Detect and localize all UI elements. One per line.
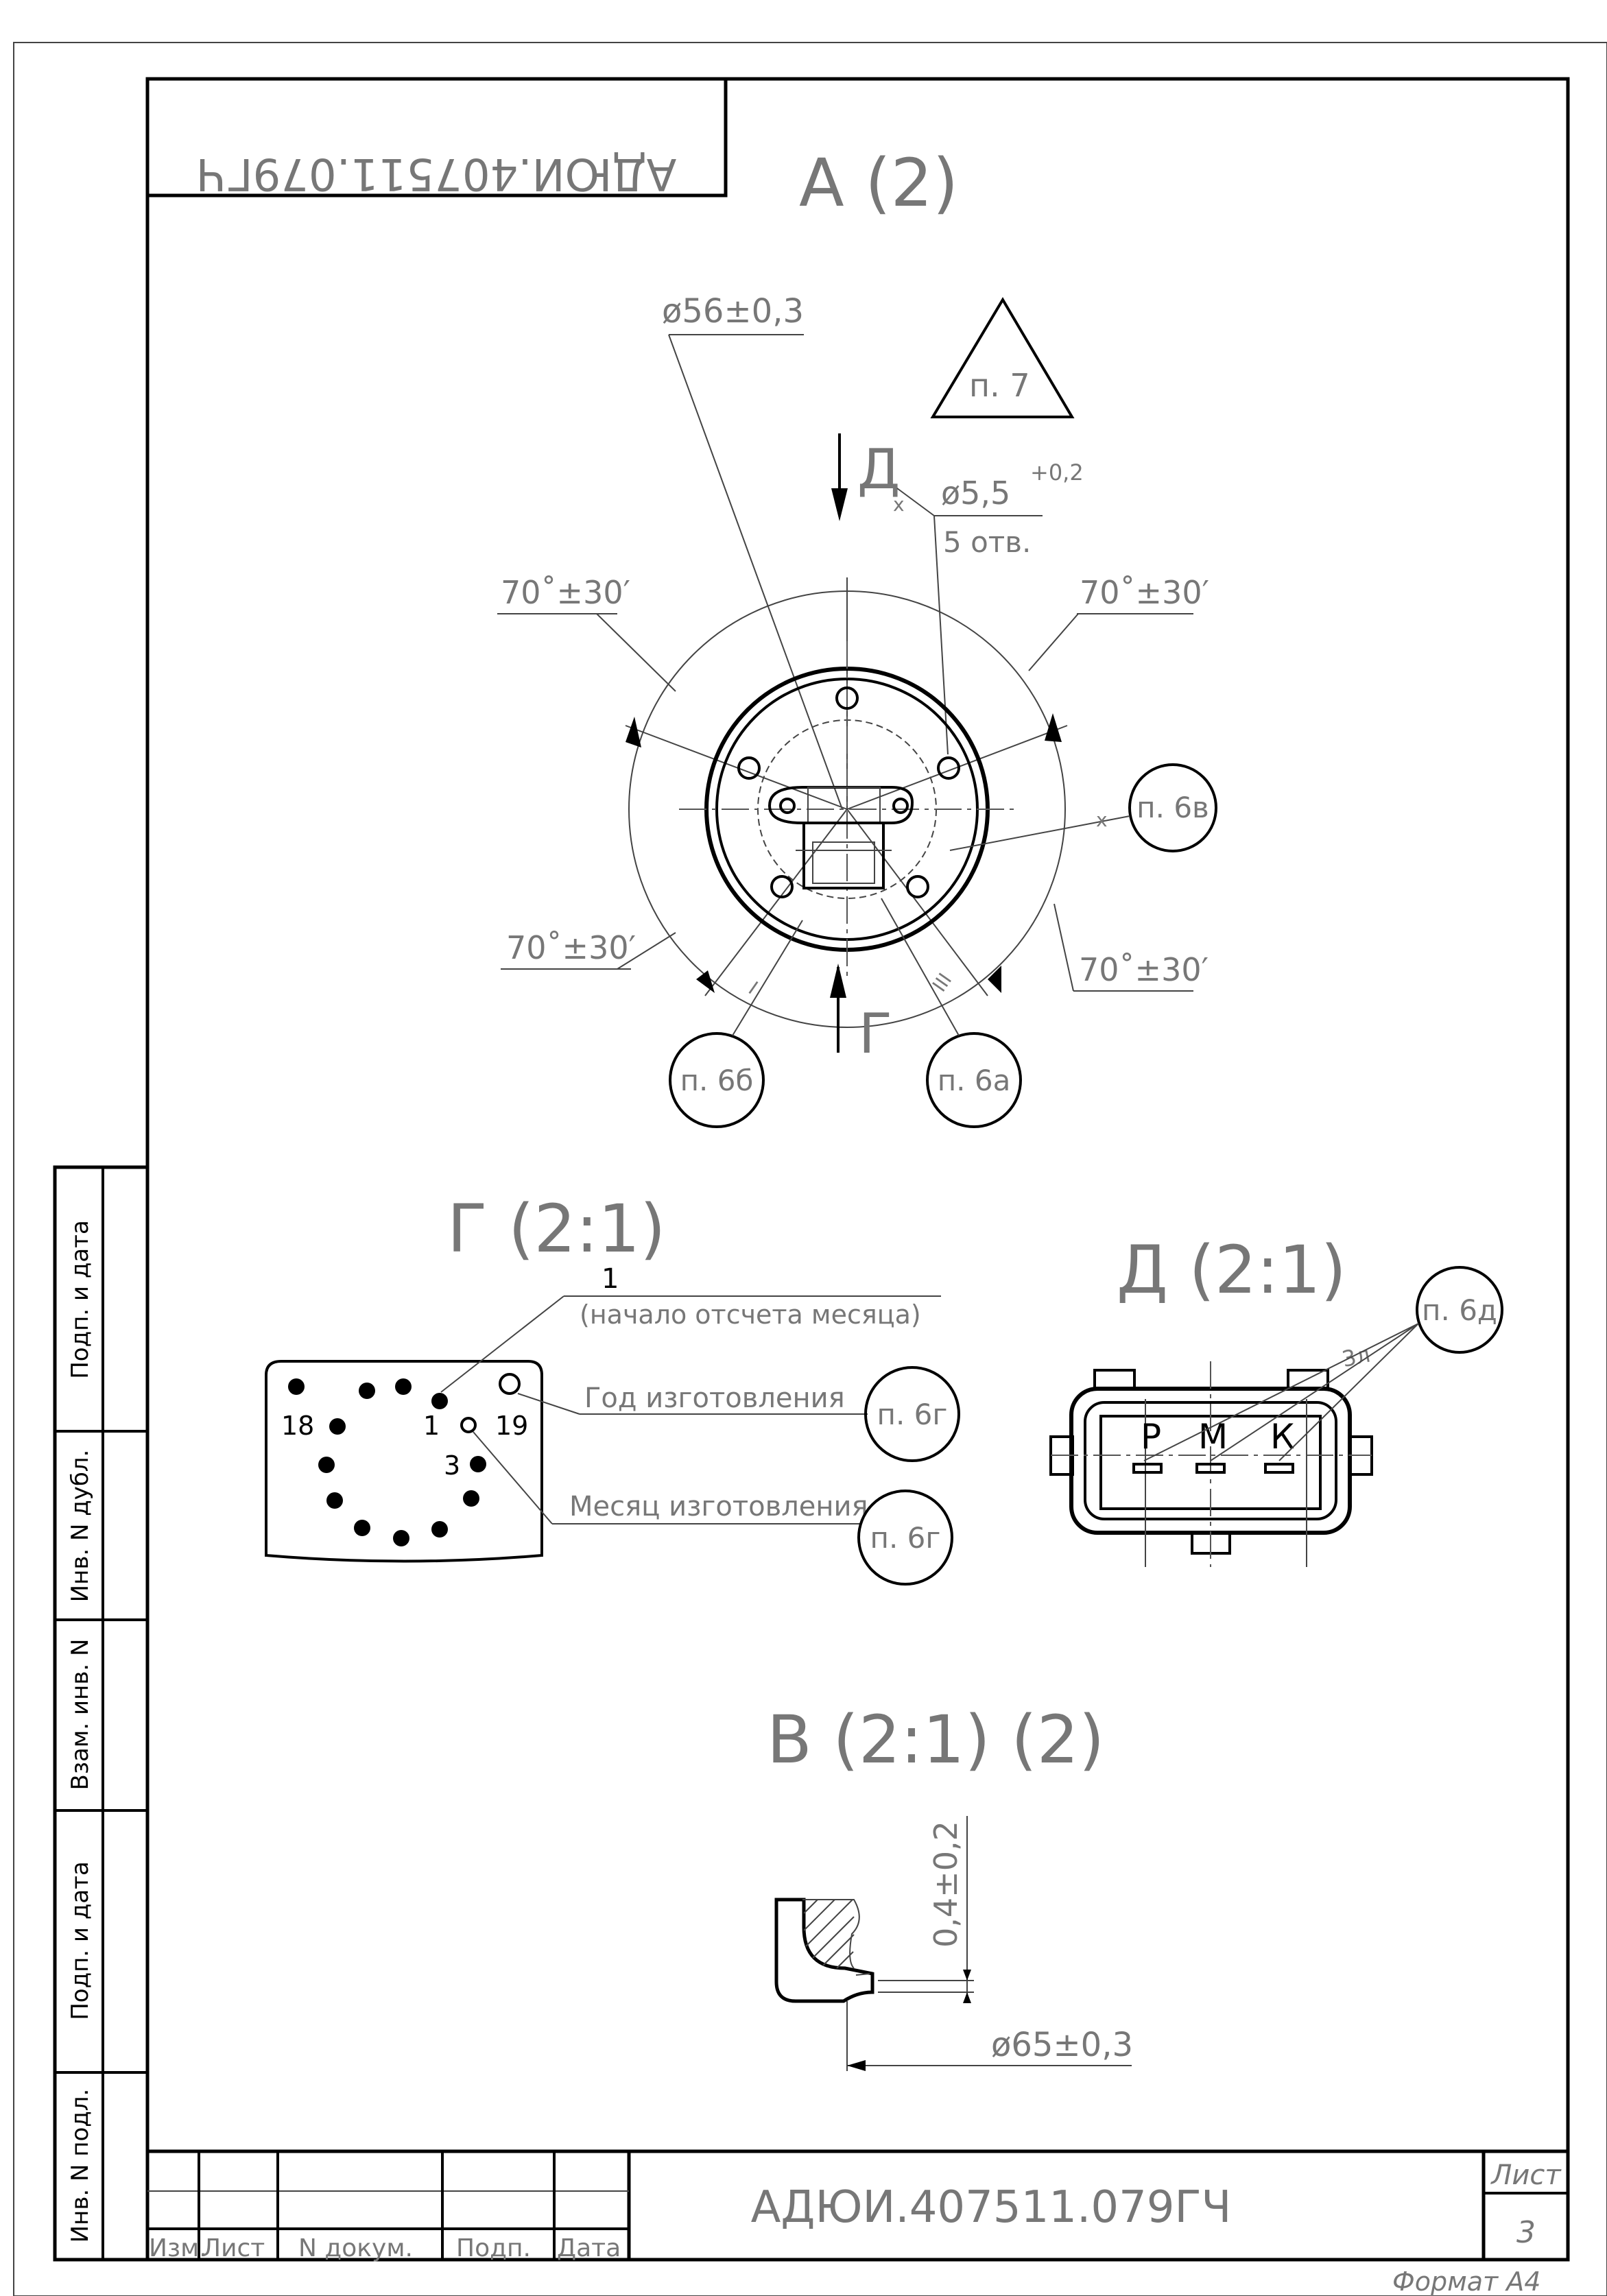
note-6a-label: п. 6а bbox=[938, 1064, 1011, 1097]
pos-3: 3 bbox=[444, 1450, 460, 1481]
col-list: Лист bbox=[202, 2234, 265, 2262]
side-field-orig-inv: Инв. N подл. bbox=[67, 2089, 94, 2243]
note-6b-label: п. 6б bbox=[680, 1064, 754, 1097]
view-a: А (2) ø56±0,3 п. 7 Д ø5,5 +0,2 5 отв. х … bbox=[497, 145, 1217, 1128]
angle-tl: 70˚±30′ bbox=[501, 574, 630, 611]
note-6b-circle bbox=[669, 1032, 765, 1128]
note-7-triangle bbox=[930, 297, 1075, 418]
note-7-label: п. 7 bbox=[969, 367, 1030, 404]
view-v-title: В (2:1) (2) bbox=[767, 1701, 1104, 1778]
thickness-dim: 0,4±0,2 bbox=[927, 1821, 964, 1948]
mark-i: I bbox=[744, 977, 762, 999]
view-v: В (2:1) (2) 0,4±0,2 ø65±0,3 bbox=[767, 1701, 1133, 2071]
document-code: АДЮИ.407511.079ГЧ bbox=[751, 2182, 1232, 2233]
section-diameter: ø65±0,3 bbox=[991, 2026, 1133, 2064]
mirrored-code-box: АДЮИ.407511.079ГЧ bbox=[145, 77, 728, 199]
view-d: Д (2:1) Р М К п. 6д 3л bbox=[1049, 1232, 1503, 1567]
sheet-label: Лист bbox=[1490, 2160, 1562, 2191]
leader-1-note: (начало отсчета месяца) bbox=[580, 1300, 921, 1330]
col-podp: Подп. bbox=[456, 2234, 531, 2262]
col-izm: Изм. bbox=[149, 2234, 207, 2262]
pin-m: М bbox=[1198, 1417, 1228, 1457]
view-d-title: Д (2:1) bbox=[1117, 1232, 1346, 1308]
format-label: Формат А4 bbox=[1392, 2267, 1540, 2296]
year-label: Год изготовления bbox=[584, 1383, 845, 1414]
mount-hole-4 bbox=[770, 875, 794, 898]
view-a-title: А (2) bbox=[799, 145, 958, 222]
note-6g-2-label: п. 6г bbox=[870, 1521, 941, 1555]
pin-k: К bbox=[1270, 1417, 1295, 1457]
mount-hole-5 bbox=[906, 875, 929, 898]
col-data: Дата bbox=[557, 2234, 621, 2262]
arrow-d-head bbox=[831, 488, 848, 521]
angle-br: 70˚±30′ bbox=[1079, 951, 1209, 988]
arrow-g-label: Г bbox=[859, 1002, 892, 1066]
pos-18: 18 bbox=[281, 1411, 314, 1441]
note-6g-2-circle bbox=[857, 1490, 953, 1586]
angle-bl: 70˚±30′ bbox=[506, 929, 636, 966]
side-field-dup-inv: Инв. N дубл. bbox=[67, 1450, 94, 1603]
side-field-repl-inv: Взам. инв. N bbox=[67, 1639, 94, 1791]
side-field-sign-date-2: Подп. и дата bbox=[67, 1861, 94, 2020]
arrow-g-head bbox=[830, 964, 846, 998]
leader-1-num: 1 bbox=[602, 1263, 619, 1295]
note-6d-label: п. 6д bbox=[1422, 1293, 1497, 1327]
note-6a-circle bbox=[926, 1032, 1022, 1128]
view-g-title: Г (2:1) bbox=[447, 1191, 665, 1267]
mark-x: х bbox=[1096, 809, 1108, 831]
arrow-d-label: Д bbox=[857, 438, 901, 501]
marking-plate bbox=[265, 1360, 543, 1563]
title-block: Изм. Лист N докум. Подп. Дата АДЮИ.40751… bbox=[147, 2149, 1568, 2262]
connector-top-view bbox=[767, 786, 914, 889]
mark-iii: III bbox=[928, 969, 956, 996]
note-6g-1-circle bbox=[864, 1366, 960, 1462]
mirrored-code: АДЮИ.407511.079ГЧ bbox=[196, 148, 677, 199]
hole-tolerance: +0,2 bbox=[1030, 459, 1084, 486]
note-6v-circle bbox=[1128, 763, 1217, 852]
side-field-sign-date-1: Подп. и дата bbox=[67, 1220, 94, 1379]
drawing-frame bbox=[13, 42, 1607, 2296]
section-profile bbox=[774, 1898, 874, 2003]
pin-p: Р bbox=[1141, 1417, 1161, 1457]
sheet-number: 3 bbox=[1516, 2215, 1536, 2250]
angle-tr: 70˚±30′ bbox=[1080, 574, 1209, 611]
mount-hole-1 bbox=[835, 686, 859, 710]
note-6g-1-label: п. 6г bbox=[877, 1398, 948, 1431]
side-strip-labels: Подп. и дата Инв. N дубл. Взам. инв. N П… bbox=[67, 1220, 94, 2243]
mount-hole-3 bbox=[937, 756, 960, 780]
view-a-diameter: ø56±0,3 bbox=[662, 292, 804, 331]
connector-front-view bbox=[1049, 1361, 1373, 1567]
month-label: Месяц изготовления bbox=[569, 1491, 868, 1522]
note-6v-label: п. 6в bbox=[1136, 791, 1209, 824]
pos-1: 1 bbox=[423, 1411, 440, 1441]
hole-count: 5 отв. bbox=[943, 525, 1031, 559]
hole-mark-x: х bbox=[893, 493, 905, 516]
note-6d-circle bbox=[1416, 1266, 1503, 1354]
month-marker-open bbox=[460, 1417, 477, 1433]
mount-hole-2 bbox=[737, 756, 761, 780]
hole-diameter: ø5,5 bbox=[941, 475, 1010, 512]
col-ndoc: N докум. bbox=[298, 2234, 413, 2262]
view-g: Г (2:1) 18 1 19 3 1 (начало отсчета меся… bbox=[265, 1191, 960, 1586]
pos-19: 19 bbox=[495, 1411, 528, 1441]
year-marker-open bbox=[499, 1373, 521, 1395]
